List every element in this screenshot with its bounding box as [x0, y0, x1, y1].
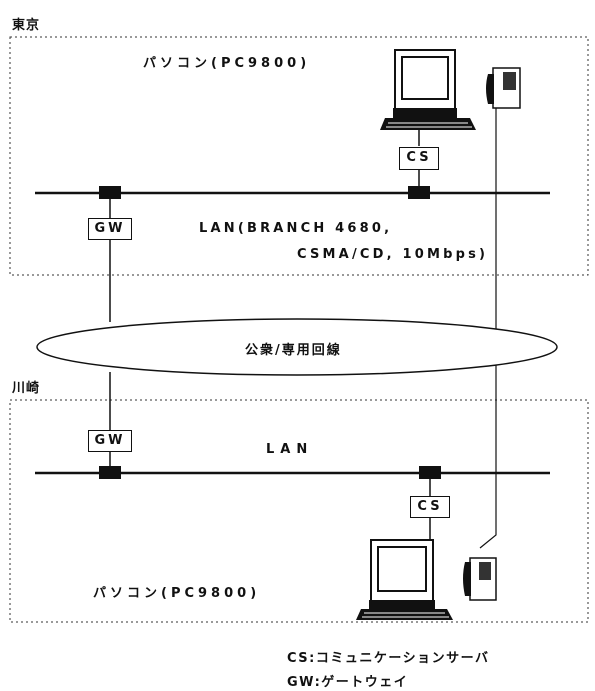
telephone-line	[480, 100, 502, 548]
tokyo-pc-label: パソコン(PC9800)	[143, 52, 310, 71]
tokyo-cs-tap	[408, 186, 430, 199]
kawasaki-gw-tap	[99, 466, 121, 479]
tokyo-site-label: 東京	[12, 14, 40, 33]
tokyo-cs-box: CS	[399, 147, 439, 170]
kawasaki-telephone-icon	[463, 558, 496, 600]
tokyo-lan-label-line2: CSMA/CD, 10Mbps)	[297, 247, 488, 262]
network-label: 公衆/専用回線	[245, 339, 342, 358]
tokyo-lan-label-line1: LAN(BRANCH 4680,	[199, 221, 392, 236]
tokyo-telephone-icon	[486, 68, 520, 108]
legend-gw: GW:ゲートウェイ	[287, 671, 408, 690]
kawasaki-pc-label: パソコン(PC9800)	[93, 582, 260, 601]
legend-cs: CS:コミュニケーションサーバ	[287, 647, 489, 666]
kawasaki-gw-box: GW	[88, 430, 132, 452]
tokyo-pc-icon	[380, 50, 476, 130]
kawasaki-lan-label: LAN	[266, 442, 313, 457]
kawasaki-site-label: 川崎	[12, 377, 40, 396]
tokyo-gw-tap	[99, 186, 121, 199]
kawasaki-pc-icon	[356, 540, 453, 620]
tokyo-gw-box: GW	[88, 218, 132, 240]
kawasaki-cs-box: CS	[410, 496, 450, 518]
kawasaki-cs-tap	[419, 466, 441, 479]
